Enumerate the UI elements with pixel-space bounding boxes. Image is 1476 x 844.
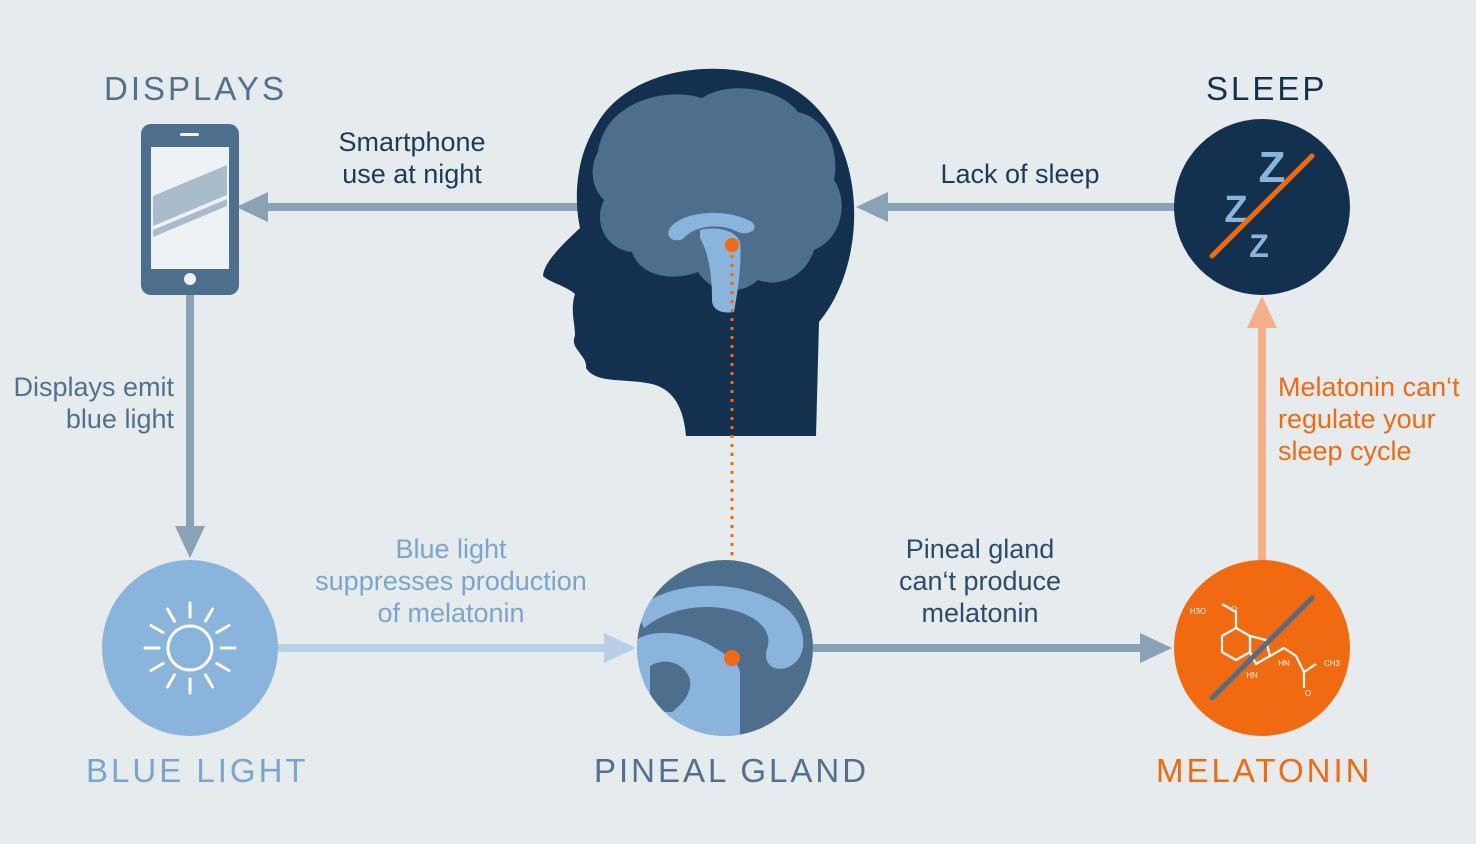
label-displays-emit: Displays emit blue light [13,372,174,434]
sun-ray [149,624,165,634]
pineal-gland-icon [637,560,813,736]
label-smartphone-use: Smartphone use at night [338,127,486,189]
sun-ray [215,662,231,672]
melatonin-strike-line [1209,595,1315,701]
label-lack-of-sleep: Lack of sleep [940,159,1100,189]
molecule-label: HN [1246,671,1258,680]
melatonin-molecule-icon: H3O O HN HN CH3 O [1174,560,1350,736]
label-blue-light-suppresses: Blue light suppresses production of mela… [315,534,587,628]
sleep-title: SLEEP [1206,70,1328,107]
arrow-head-to-displays [236,192,580,222]
label-pineal-cant-produce: Pineal gland can‘t produce melatonin [898,534,1062,628]
arrow-melatonin-to-sleep [1247,296,1277,560]
label-melatonin-cant-regulate: Melatonin can‘t regulate your sleep cycl… [1278,372,1460,466]
sleep-strike-line [1209,153,1315,259]
displays-title: DISPLAYS [104,70,287,107]
zzz-sleep-icon: Z Z Z [1174,119,1350,295]
sun-ray [149,662,165,672]
smartphone-icon [141,124,239,295]
arrow-blue-light-to-pineal [278,633,636,663]
sun-ray [215,624,231,634]
pineal-gland-title: PINEAL GLAND [594,752,870,789]
melatonin-title: MELATONIN [1156,752,1373,789]
sun-ray [166,673,176,689]
blue-light-title: BLUE LIGHT [86,752,309,789]
pineal-marker [724,650,740,666]
z-letter-small: Z [1249,228,1269,264]
human-head-brain-icon [543,68,855,437]
arrow-displays-to-blue-light [175,295,205,558]
arrow-pineal-to-melatonin [813,633,1172,663]
arrow-sleep-to-head [856,192,1175,222]
molecule-label: O [1305,689,1311,698]
molecule-label: O [1231,605,1237,614]
sun-ray [204,607,214,623]
molecule-label: HN [1278,659,1290,668]
pineal-marker-head [725,238,739,252]
molecule-label: H3O [1190,607,1206,616]
sun-ray [166,607,176,623]
sun-icon [102,560,278,736]
z-letter-medium: Z [1224,189,1247,231]
sun-ray [204,673,214,689]
molecule-label: CH3 [1324,659,1341,668]
